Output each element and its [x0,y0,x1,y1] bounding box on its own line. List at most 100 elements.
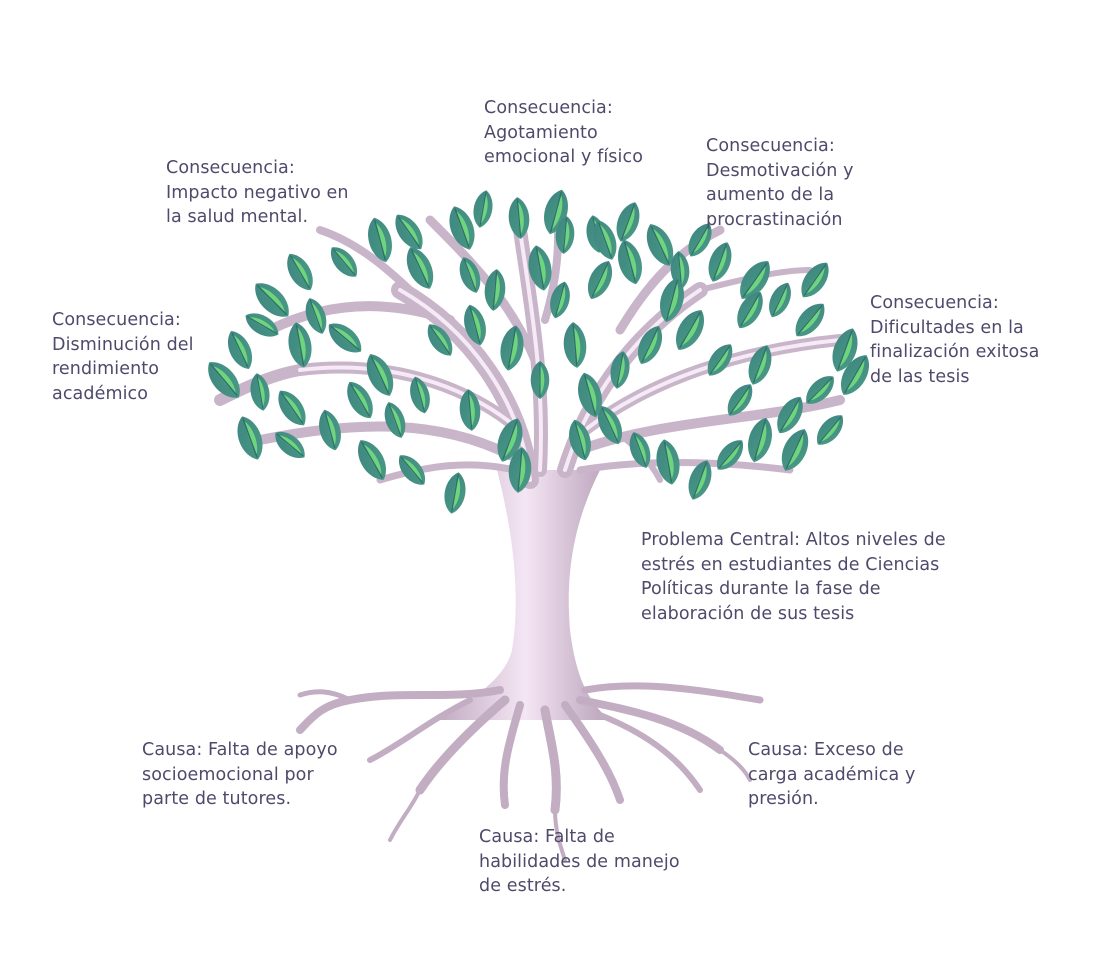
consequence-4-line-2: Disminución del [52,334,194,355]
leaf [806,376,834,404]
leaf [716,440,744,470]
consequence-3-line-3: la salud mental. [166,207,309,227]
leaf [610,351,630,389]
leaf [781,429,809,471]
consequence-2-line-3: aumento de la [706,185,835,205]
leaf [473,190,493,228]
consequence-2-line-4: procrastinación [706,209,843,230]
consequence-2-line-2: Desmotivación y [706,160,854,181]
consequence-5-line-4: de las tesis [870,366,970,387]
leaf [366,354,394,396]
leaf [227,330,253,370]
consequence-5-line-3: finalización exitosa [870,342,1040,362]
leaf [597,405,623,445]
leaf [508,447,532,493]
leaf [330,247,358,277]
consequence-5-label: Consecuencia: Dificultades en la finaliz… [870,291,1039,389]
leaf [816,415,844,445]
leaf [656,439,680,485]
leaf [358,440,386,480]
consequence-3-label: Consecuencia: Impacto negativo en la sal… [166,156,349,230]
cause-3-line-2: carga académica y [748,764,916,785]
leaf [593,220,617,260]
consequence-5-line-2: Dificultades en la [870,317,1024,338]
leaf [707,344,733,376]
central-problem-label: Problema Central: Altos niveles de estré… [641,528,946,626]
leaf [444,472,466,514]
cause-1-line-2: socioemocional por [142,764,314,785]
cause-2-label: Causa: Falta de habilidades de manejo de… [479,825,680,899]
leaf [688,460,712,500]
leaf [737,291,763,329]
leaf [406,247,434,289]
consequence-2-label: Consecuencia: Desmotivación y aumento de… [706,134,854,232]
central-problem-line-3: Políticas durante la fase de [641,579,881,599]
leaf [587,260,613,300]
leaf [801,262,829,298]
consequence-4-line-4: académico [52,383,149,404]
leaf [250,373,270,411]
consequence-4-line-3: rendimiento [52,359,160,379]
leaf [275,431,305,459]
leaf [528,245,552,291]
leaf [255,283,289,317]
leaf [384,402,406,438]
leaf [305,298,327,334]
leaf [769,282,791,318]
leaf [688,223,712,257]
leaf [708,242,732,282]
leaf [727,384,753,416]
leaf [676,310,704,350]
central-problem-line-2: estrés en estudiantes de Ciencias [641,554,940,575]
leaf [328,323,362,353]
cause-1-line-1: Causa: Falta de apoyo [142,740,338,760]
leaf [459,257,481,293]
leaf [832,328,858,372]
central-problem-line-4: elaboración de sus tesis [641,603,855,624]
leaf [616,202,640,242]
leaf [795,303,825,337]
cause-3-line-1: Causa: Exceso de [748,740,904,760]
leaf [427,324,453,356]
leaf [740,261,770,299]
leaf [245,313,279,337]
leaf [319,409,341,451]
leaf [500,325,524,371]
consequence-2-line-1: Consecuencia: [706,136,835,156]
leaf [464,304,486,346]
leaf [569,419,591,461]
leaf [555,216,575,254]
leaf [287,253,313,291]
cause-3-label: Causa: Exceso de carga académica y presi… [748,738,915,812]
cause-3-line-3: presión. [748,789,819,809]
leaf [618,239,642,285]
leaf [288,322,312,368]
leaf [550,281,570,319]
cause-2-line-1: Causa: Falta de [479,827,615,847]
leaf [410,376,430,414]
tree-roots [296,682,764,862]
tree-leaves [208,189,869,514]
leaf [629,432,651,468]
leaf [449,206,475,250]
consequence-4-line-1: Consecuencia: [52,310,181,330]
leaf [347,381,373,419]
leaf [497,418,523,462]
leaf [278,390,306,426]
consequence-4-label: Consecuencia: Disminución del rendimient… [52,308,194,406]
leaf [748,345,772,385]
consequence-5-line-1: Consecuencia: [870,293,999,313]
leaf [637,325,663,365]
tree-branches [214,196,846,489]
consequence-3-line-1: Consecuencia: [166,158,295,178]
cause-2-line-3: de estrés. [479,876,567,896]
consequence-1-line-1: Consecuencia: [484,98,613,118]
leaf [508,197,530,239]
leaf [459,389,481,431]
leaf [646,224,674,266]
leaf [841,355,869,395]
leaf [398,455,426,485]
leaf [368,217,392,263]
leaf [578,372,602,418]
